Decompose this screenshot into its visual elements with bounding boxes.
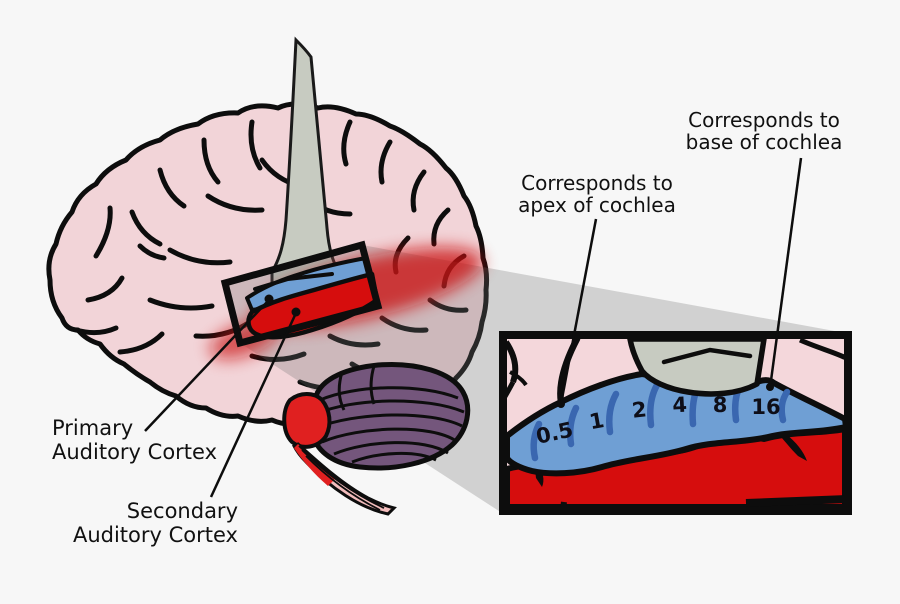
base-label-line1: Corresponds to <box>688 108 840 132</box>
inset-frequency-label-5: 16 <box>751 395 780 419</box>
inset-retractor-fold <box>661 347 753 365</box>
inset-red-cleft <box>780 434 807 461</box>
inset-box: 0.5 1 2 4 8 16 <box>499 331 852 515</box>
primary-leader-dot <box>264 294 274 304</box>
auditory-region <box>209 240 483 360</box>
primary-label-line1: Primary <box>52 416 133 440</box>
retractor-fold-line <box>253 272 334 291</box>
inset-bottom-fissure <box>745 495 844 507</box>
inset-frequency-label-4: 8 <box>713 393 728 417</box>
apex-leader-line <box>559 218 598 405</box>
base-label-line2: base of cochlea <box>686 130 843 154</box>
secondary-leader-dot <box>291 307 301 317</box>
pons <box>282 392 332 449</box>
cerebrum <box>46 101 490 427</box>
base-leader-line <box>768 157 803 389</box>
leader-lines <box>144 157 803 498</box>
inset-sulci <box>507 339 844 406</box>
apex-leader-dot <box>557 400 565 408</box>
apex-label-line2: apex of cochlea <box>518 193 676 217</box>
inset-frequency-label-1: 1 <box>587 408 606 434</box>
brainstem <box>282 392 397 516</box>
cerebellum <box>308 361 471 471</box>
secondary-label-line2: Auditory Cortex <box>73 523 238 547</box>
inset-bottom-notch <box>560 501 567 507</box>
base-leader-dot <box>766 383 774 391</box>
primary-label-line2: Auditory Cortex <box>52 440 217 464</box>
inset-primary-band <box>507 371 844 477</box>
secondary-leader-line <box>209 312 298 498</box>
brainstem-striations <box>298 445 385 511</box>
inset-frequency-label-2: 2 <box>631 397 648 422</box>
apex-label-line1: Corresponds to <box>521 171 673 195</box>
inset-border <box>499 331 852 515</box>
highlight-rect <box>220 240 383 348</box>
primary-leader-line <box>144 300 269 432</box>
secondary-label-line1: Secondary <box>127 499 238 523</box>
cerebellum-folia <box>315 365 465 464</box>
inset-frequency-label-3: 4 <box>672 393 688 418</box>
text-labels: Primary Auditory Cortex Secondary Audito… <box>52 108 842 547</box>
